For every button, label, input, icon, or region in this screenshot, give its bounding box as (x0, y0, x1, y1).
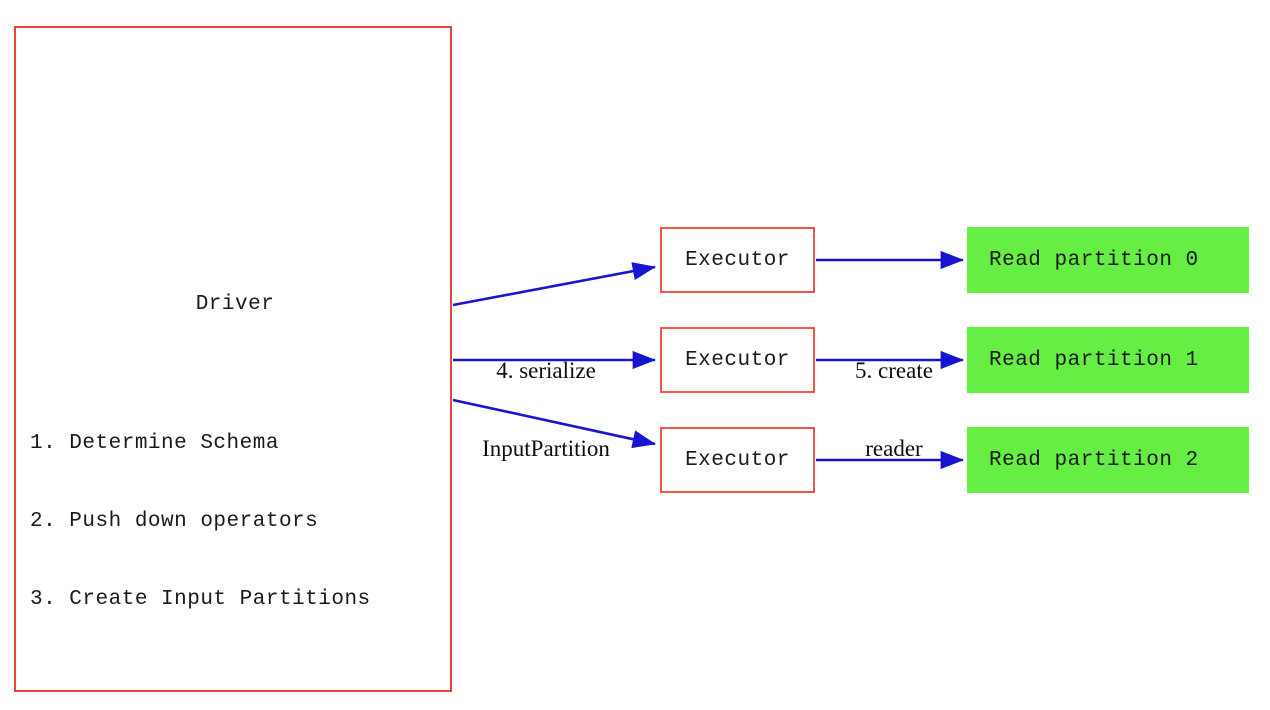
arrow-driver-to-executor-0 (452, 262, 657, 307)
driver-step-list: 1. Determine Schema 2. Push down operato… (30, 379, 371, 665)
edge-label-serialize-line-2: InputPartition (482, 436, 610, 461)
partition-box-1: Read partition 1 (967, 327, 1249, 393)
driver-step-2: 2. Push down operators (30, 510, 319, 533)
executor-label-1: Executor (685, 348, 790, 372)
executor-label-2: Executor (685, 448, 790, 472)
executor-box-2: Executor (660, 427, 815, 493)
partition-label-1: Read partition 1 (989, 348, 1199, 372)
driver-step-1: 1. Determine Schema (30, 432, 279, 455)
executor-box-1: Executor (660, 327, 815, 393)
partition-box-2: Read partition 2 (967, 427, 1249, 493)
edge-label-create-reader: 5. create reader (825, 306, 963, 514)
driver-box: Driver 1. Determine Schema 2. Push down … (14, 26, 452, 692)
partition-label-0: Read partition 0 (989, 248, 1199, 272)
edge-label-serialize-line-1: 4. serialize (496, 358, 596, 383)
partition-box-0: Read partition 0 (967, 227, 1249, 293)
edge-label-create-line-2: reader (865, 436, 923, 461)
edge-label-serialize-input-partition: 4. serialize InputPartition (455, 306, 637, 514)
driver-step-3: 3. Create Input Partitions (30, 588, 371, 611)
driver-title: Driver (195, 293, 275, 316)
edge-label-create-line-1: 5. create (855, 358, 933, 383)
partition-label-2: Read partition 2 (989, 448, 1199, 472)
executor-label-0: Executor (685, 248, 790, 272)
executor-box-0: Executor (660, 227, 815, 293)
